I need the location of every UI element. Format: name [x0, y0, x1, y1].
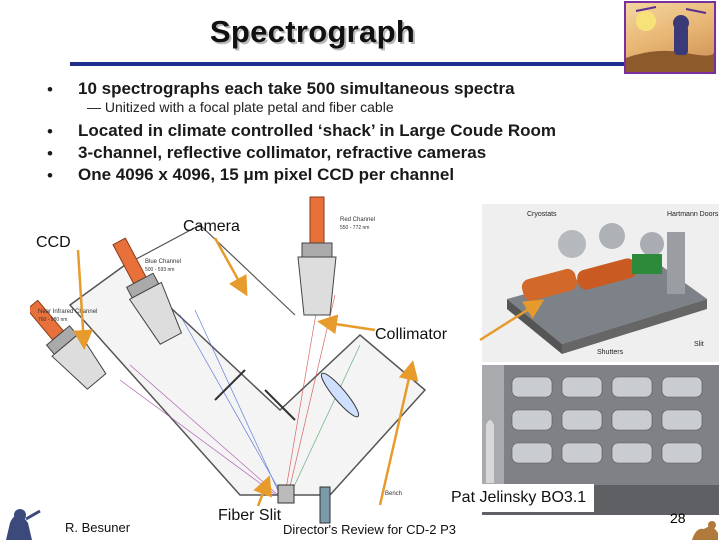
blue-channel-label: Blue Channel — [145, 259, 181, 265]
camera-label: Camera — [183, 218, 240, 235]
spectrograph-render-image: Cryostats Hartmann Doors Shutters Slit — [482, 204, 719, 362]
nir-channel-label: Near Infrared Channel — [38, 309, 97, 315]
shutters-label: Shutters — [597, 349, 624, 356]
bullet-marker: • — [47, 166, 53, 185]
red-channel-label: Red Channel — [340, 217, 375, 223]
credit-box — [441, 484, 594, 512]
nir-channel-camera — [30, 299, 107, 390]
red-channel-range: 550 - 772 nm — [340, 225, 369, 231]
fiber-slit-label: Fiber Slit — [218, 507, 282, 524]
title-underline — [70, 62, 630, 66]
footer-center: Director's Review for CD-2 P3 — [283, 522, 456, 537]
spectrograph-optical-diagram: Red Channel 550 - 772 nm Blue Channel 50… — [30, 196, 427, 524]
bench-label: Bench — [385, 491, 402, 497]
nir-channel-range: 760 - 980 nm — [38, 317, 67, 323]
red-channel-camera: Red Channel 550 - 772 nm — [297, 196, 375, 316]
telescope-logo-icon — [626, 6, 714, 72]
mascot-icon — [692, 521, 718, 540]
spectrograph-render-photo: Cryostats Hartmann Doors Shutters Slit — [482, 204, 719, 362]
blue-channel-camera — [112, 237, 183, 345]
bullet-1: 10 spectrographs each take 500 simultane… — [78, 79, 515, 98]
collimator-label: Collimator — [375, 326, 448, 343]
bullet-2: Located in climate controlled ‘shack’ in… — [78, 121, 556, 140]
credit-label: Pat Jelinsky BO3.1 — [451, 489, 587, 506]
cryostats-label: Cryostats — [527, 211, 557, 218]
spectrograph-room-image — [482, 365, 719, 515]
ccd-label: CCD — [36, 234, 71, 251]
bullet-marker: • — [47, 122, 53, 141]
footer-author: R. Besuner — [65, 520, 131, 535]
bullet-marker: • — [47, 144, 53, 163]
bullet-marker: • — [47, 80, 53, 99]
sub-bullet: — Unitized with a focal plate petal and … — [87, 99, 394, 115]
bullet-3: 3-channel, reflective collimator, refrac… — [78, 143, 487, 162]
blue-channel-range: 500 - 593 nm — [145, 267, 174, 273]
page-number: 28 — [670, 510, 686, 526]
telescope-mascot-icon — [6, 509, 41, 540]
boss-logo — [624, 1, 716, 74]
slit-label: Slit — [694, 341, 704, 348]
slide-title: Spectrograph — [209, 14, 416, 49]
hartmann-doors-label: Hartmann Doors — [667, 211, 719, 218]
bullet-4: One 4096 x 4096, 15 μm pixel CCD per cha… — [78, 165, 455, 184]
